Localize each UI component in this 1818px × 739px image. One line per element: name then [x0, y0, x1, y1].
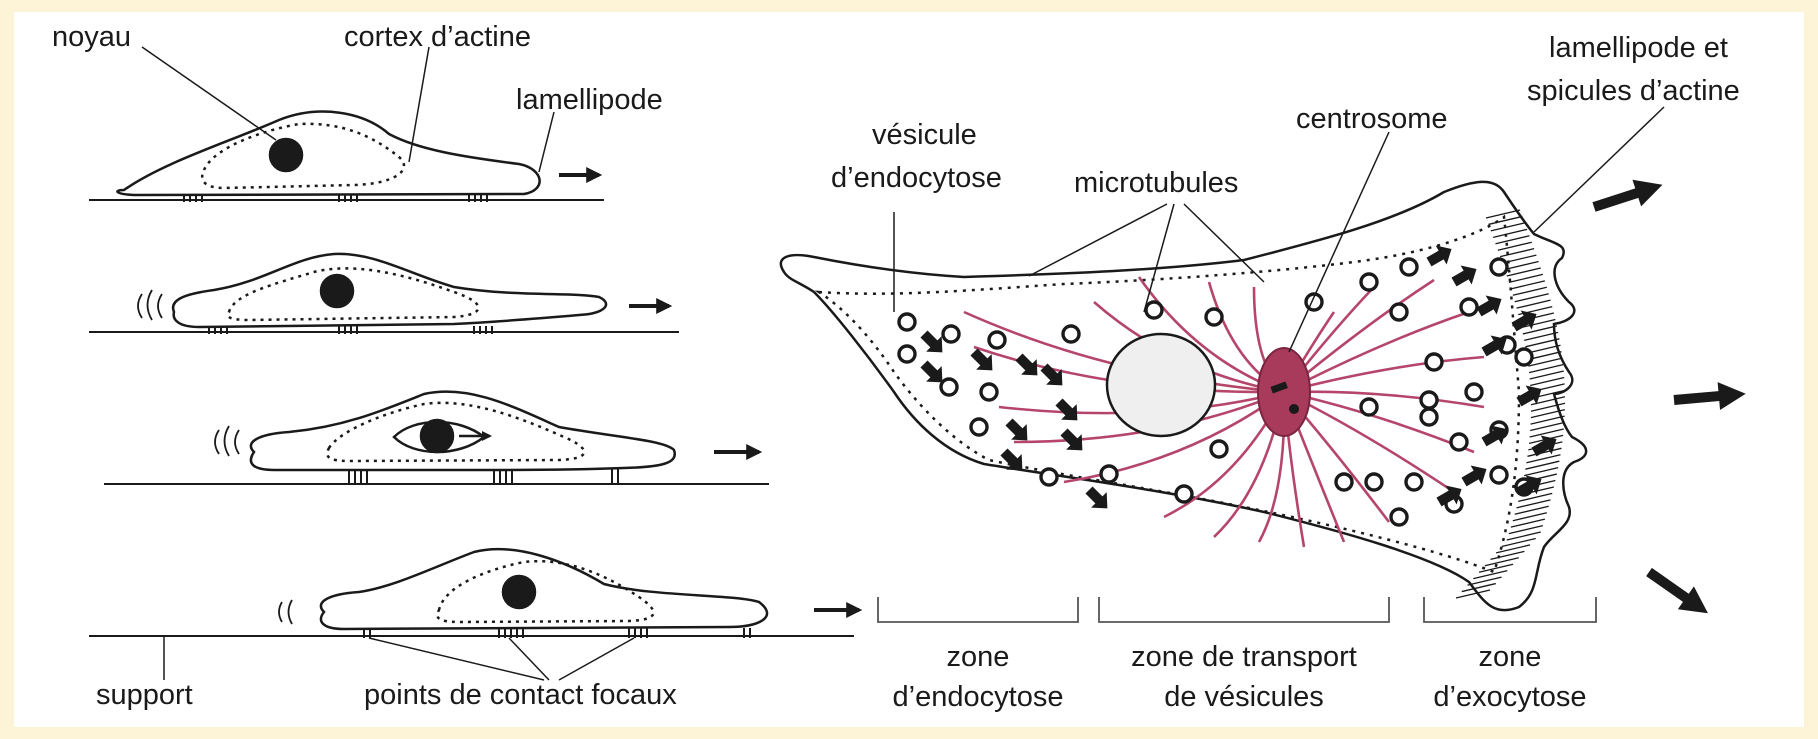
vesicle-11 [1146, 302, 1162, 318]
outward-arrow-3 [1641, 561, 1716, 625]
cell-2-outline [173, 254, 606, 327]
vesicle-33 [1391, 509, 1407, 525]
vesicle-9 [1041, 469, 1057, 485]
vesicle-25 [1461, 299, 1477, 315]
label-support: support [96, 678, 193, 712]
vesicle-14 [1391, 304, 1407, 320]
cell-stage-3 [104, 392, 769, 484]
label-zone-transport-line2: de vésicules [1089, 680, 1399, 714]
vesicle-6 [981, 384, 997, 400]
figure-canvas: noyau cortex d’actine lamellipode suppor… [14, 12, 1804, 727]
vesicle-35 [1211, 441, 1227, 457]
bracket-endocytose [878, 597, 1078, 622]
cell-stage-1 [89, 112, 604, 202]
label-points-contact: points de contact focaux [364, 678, 677, 712]
bracket-transport [1099, 597, 1389, 622]
contact-leader-a [369, 638, 544, 680]
vesicle-2 [899, 346, 915, 362]
contact-leader-c [559, 638, 634, 680]
outward-arrow-2 [1673, 380, 1747, 414]
label-zone-transport-line1: zone de transport [1089, 640, 1399, 674]
motion-lines-3 [215, 426, 239, 456]
vesicle-10 [1101, 466, 1117, 482]
vesicle-17 [1421, 392, 1437, 408]
vesicle-30 [1491, 467, 1507, 483]
nucleus-3 [421, 420, 453, 452]
label-centrosome: centrosome [1296, 102, 1448, 136]
nucleus-2 [321, 275, 353, 307]
microtubules-leader-a [1029, 204, 1167, 276]
centriole-2 [1289, 404, 1299, 414]
nucleus-4 [503, 576, 535, 608]
cell-stage-2 [89, 254, 679, 334]
vesicle-arrow-10 [1081, 482, 1115, 516]
vesicle-21 [1366, 474, 1382, 490]
label-vesicule-line2: d’endocytose [831, 161, 1002, 195]
vesicle-20 [1406, 474, 1422, 490]
centrosome-body [1258, 348, 1310, 436]
vesicle-23 [1361, 274, 1377, 290]
vesicle-8 [971, 419, 987, 435]
motion-lines-2 [138, 290, 162, 320]
label-zone-exo-line2: d’exocytose [1408, 680, 1612, 714]
outward-arrows [1590, 171, 1747, 624]
vesicle-1 [899, 314, 915, 330]
centrosome-group [1258, 348, 1310, 436]
outward-arrow-1 [1590, 171, 1667, 220]
label-zone-endo-line1: zone [878, 640, 1078, 674]
nucleus-1 [270, 139, 302, 171]
vesicle-19 [1451, 434, 1467, 450]
label-zone-exo-line1: zone [1414, 640, 1606, 674]
vesicle-34 [1176, 486, 1192, 502]
vesicle-15 [1401, 259, 1417, 275]
vesicle-28 [1466, 384, 1482, 400]
noyau-leader [142, 47, 276, 140]
vesicle-4 [989, 332, 1005, 348]
motion-lines-4 [279, 600, 292, 624]
lamellipode-left-leader [539, 112, 554, 172]
label-lamellipode-left: lamellipode [516, 83, 663, 117]
vesicle-7 [941, 379, 957, 395]
vesicle-22 [1336, 474, 1352, 490]
label-zone-endo-line2: d’endocytose [868, 680, 1088, 714]
vesicle-27 [1516, 349, 1532, 365]
lamellipode-right-leader [1534, 107, 1664, 232]
label-microtubules: microtubules [1074, 166, 1238, 200]
nucleus-detailed [1107, 334, 1215, 436]
vesicle-5 [1063, 326, 1079, 342]
label-lamellipode-right-line2: spicules d’actine [1527, 74, 1740, 108]
vesicle-16 [1426, 354, 1442, 370]
cell-stage-4 [89, 549, 859, 638]
label-lamellipode-right-line1: lamellipode et [1549, 31, 1728, 65]
vesicle-12 [1206, 309, 1222, 325]
vesicle-3 [943, 326, 959, 342]
label-cortex-actine: cortex d’actine [344, 20, 531, 54]
left-cell-sequence [89, 47, 859, 680]
label-noyau: noyau [52, 20, 131, 54]
vesicle-18 [1421, 409, 1437, 425]
label-vesicule-line1: vésicule [872, 118, 977, 152]
vesicle-24 [1491, 259, 1507, 275]
vesicle-36 [1361, 399, 1377, 415]
